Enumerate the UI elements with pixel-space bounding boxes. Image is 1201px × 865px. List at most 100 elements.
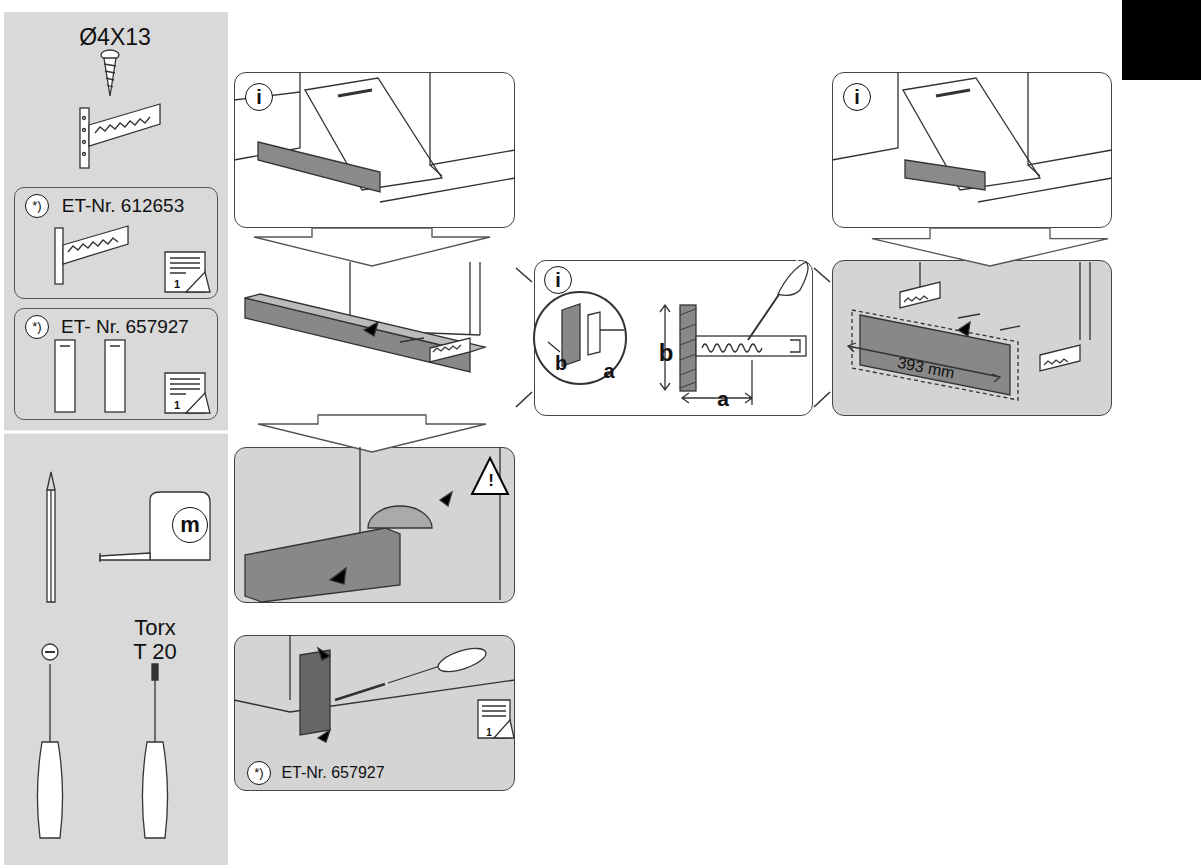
pencil-icon <box>50 490 51 602</box>
measure-detail <box>748 290 782 340</box>
cover-panels <box>55 340 75 412</box>
tape-measure-icon <box>99 553 100 562</box>
side-cover-view <box>388 666 440 683</box>
measure-detail <box>682 360 752 405</box>
short-plinth-view <box>920 262 1090 340</box>
step-panel: i <box>832 72 1112 228</box>
kitchen-view <box>305 78 442 190</box>
booklet-icon <box>165 373 205 413</box>
bracket-part <box>68 238 118 252</box>
booklet-icon <box>494 720 514 738</box>
bracket-icon <box>80 108 89 168</box>
pencil-icon <box>47 490 55 602</box>
short-plinth-view <box>958 322 970 336</box>
step-panel: ! <box>234 447 515 603</box>
measure-detail <box>790 340 800 352</box>
plinth-fit-view <box>245 298 470 372</box>
node-text: *) <box>25 315 49 339</box>
node-text: *) <box>247 761 271 785</box>
corner-tab <box>1122 0 1201 80</box>
cover-panels <box>60 345 120 346</box>
flap-warning-view <box>440 492 452 506</box>
screw-icon <box>101 50 119 96</box>
measure-detail <box>588 312 600 355</box>
measure-detail <box>702 344 762 352</box>
spare-part-box: *) ET-Nr. 612653 <box>14 187 218 299</box>
flap-warning-view <box>368 506 432 528</box>
node-text: ! <box>488 472 494 491</box>
step-panel: 393 mm <box>832 260 1112 416</box>
screwdriver-icons <box>37 742 62 838</box>
screwdriver-icons <box>37 644 167 838</box>
booklet-icon <box>478 700 510 738</box>
short-plinth-view <box>1044 359 1068 365</box>
sidebar-separator <box>4 431 228 434</box>
booklet-number: 1 <box>174 278 180 290</box>
short-plinth-view <box>848 343 1000 382</box>
node-text: a <box>603 360 614 382</box>
spare-part-box: *)ET-Nr. 657927 <box>234 635 515 791</box>
measure-detail <box>696 336 806 356</box>
side-cover-view <box>234 635 515 712</box>
booklet-icon <box>186 272 210 292</box>
measure-detail <box>534 292 626 384</box>
kitchen-view <box>338 90 372 96</box>
side-cover-view <box>318 648 330 742</box>
screwdriver-icons <box>154 664 155 742</box>
hollow-arrow <box>258 415 486 452</box>
tape-measure-icon <box>150 492 210 560</box>
booklet-icon <box>165 252 514 738</box>
pencil-icon <box>47 472 55 490</box>
chevron-joins <box>516 268 830 407</box>
bracket-icon <box>83 153 86 156</box>
bracket-icon <box>80 104 160 168</box>
flap-warning-view <box>360 447 500 600</box>
pencil-icon <box>47 472 55 602</box>
measure-detail <box>680 309 696 388</box>
kitchen-view <box>905 160 985 190</box>
step-arrow <box>872 228 1108 266</box>
kitchen-view <box>258 142 380 192</box>
chevron-joins <box>516 268 830 407</box>
plinth-fit-view <box>245 294 485 352</box>
short-plinth-view <box>900 282 940 308</box>
tape-measure-icon <box>100 553 150 560</box>
hollow-arrow <box>254 228 490 266</box>
kitchen-view <box>430 72 515 176</box>
node-text: a <box>717 387 729 410</box>
sidebar-separator <box>4 431 228 432</box>
node-text: b <box>555 352 567 374</box>
booklet-number: 1 <box>486 727 492 738</box>
node-text: 393 mm <box>896 354 956 382</box>
measure-detail <box>534 262 808 405</box>
side-cover-view <box>435 644 488 677</box>
kitchen-view <box>234 72 1112 202</box>
plinth-fit-view <box>245 262 485 372</box>
bracket-part <box>55 226 128 284</box>
screw-icon <box>101 50 119 60</box>
hollow-arrow <box>254 228 490 452</box>
node-text: *) <box>25 194 49 218</box>
screwdriver-icons <box>45 651 55 653</box>
kitchen-view <box>380 178 515 202</box>
step-panel: i <box>234 72 515 228</box>
node-text: b <box>659 340 674 366</box>
booklet-number: 1 <box>174 399 180 411</box>
screwdriver-icons <box>152 664 158 680</box>
node-text: Ø4X13 <box>79 25 151 50</box>
booklet-icon <box>186 393 210 413</box>
corner-tab <box>1122 0 1201 80</box>
kitchen-view <box>1028 72 1112 176</box>
bracket-icon <box>83 117 86 120</box>
measure-detail <box>660 305 670 390</box>
short-plinth-view <box>848 262 1090 400</box>
booklet-icon <box>170 379 200 394</box>
short-plinth-view <box>958 314 1020 330</box>
tape-measure-icon <box>100 492 210 562</box>
node-text: ET-Nr. 612653 <box>62 196 185 217</box>
measure-detail <box>548 330 624 352</box>
flap-warning-view <box>245 447 508 602</box>
node-text: Torx T 20 <box>125 616 185 664</box>
